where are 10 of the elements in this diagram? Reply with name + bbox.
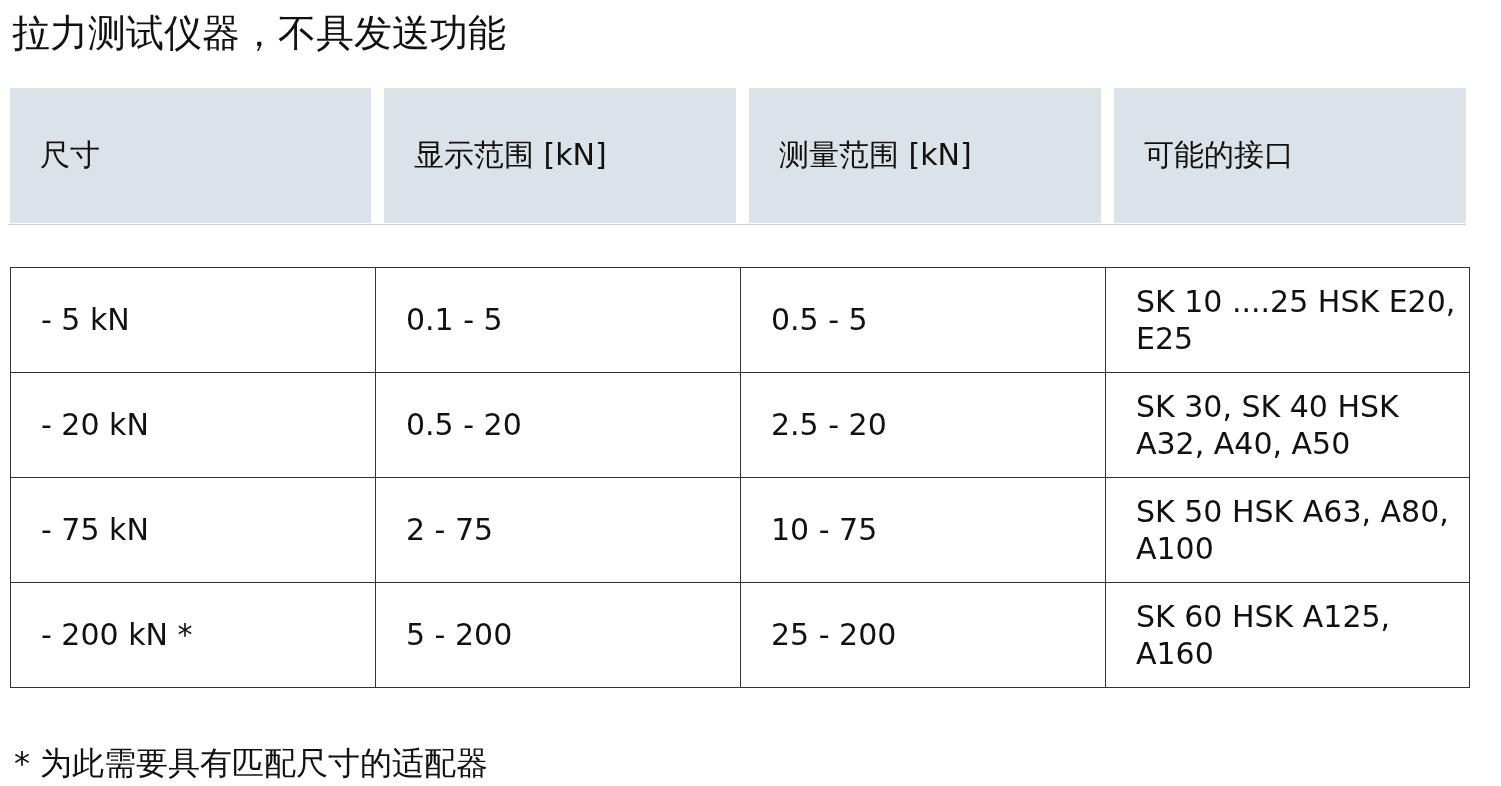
header-cell: 尺寸: [10, 88, 371, 223]
header-cell: 可能的接口: [1114, 88, 1466, 223]
table-cell: SK 60 HSK A125, A160: [1105, 582, 1470, 688]
table-cell: - 200 kN *: [10, 582, 376, 688]
table-cell: - 5 kN: [10, 267, 376, 373]
header-cell: 测量范围 [kN]: [749, 88, 1101, 223]
table-title: 拉力测试仪器，不具发送功能: [12, 10, 506, 57]
table-cell: SK 10 ....25 HSK E20, E25: [1105, 267, 1470, 373]
header-cell: 显示范围 [kN]: [384, 88, 736, 223]
footnote: * 为此需要具有匹配尺寸的适配器: [14, 743, 489, 784]
